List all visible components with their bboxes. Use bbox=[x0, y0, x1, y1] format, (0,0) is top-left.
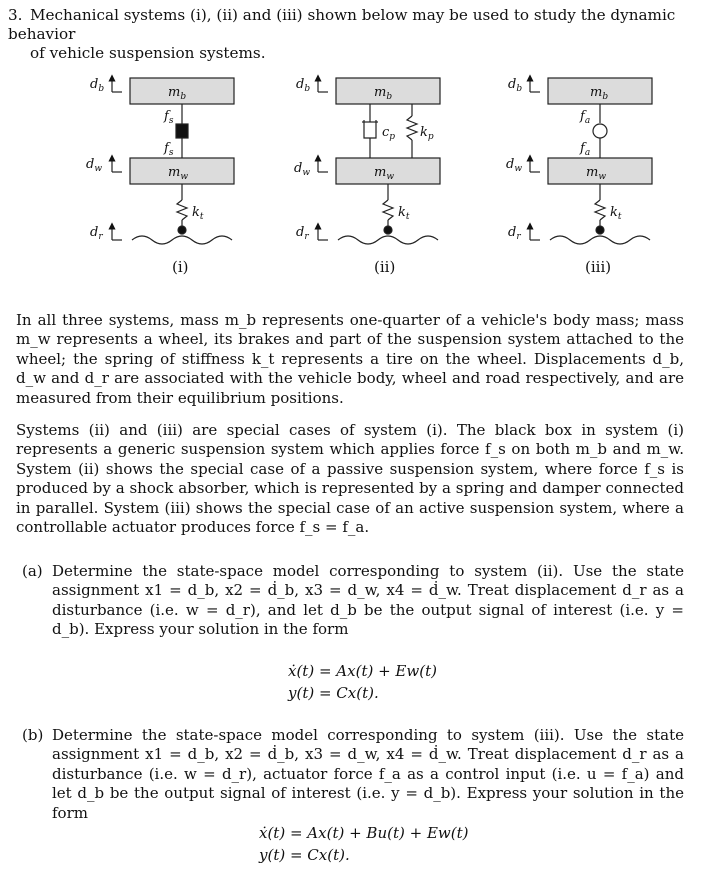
label-dw-iii: dw bbox=[506, 157, 522, 174]
label-fa-top-iii: fa bbox=[579, 109, 590, 126]
suspension-black-box bbox=[175, 123, 189, 139]
road-contact-point-i bbox=[177, 225, 187, 235]
label-dr-iii: dr bbox=[508, 225, 521, 242]
part-b-text: Determine the state-space model correspo… bbox=[52, 726, 684, 822]
system-iii-diagram bbox=[526, 74, 653, 245]
part-a-equation-1: ẋ(t) = Ax(t) + Ew(t) bbox=[288, 662, 437, 680]
suspension-diagrams: db mb fs fs dw mw kt dr db mb cp kp dw m… bbox=[86, 74, 653, 245]
road-surface-i bbox=[131, 235, 233, 245]
part-b-label: (b) bbox=[22, 726, 44, 744]
mass-body-box-i bbox=[129, 77, 235, 105]
label-dr-ii: dr bbox=[296, 225, 309, 242]
label-db-i: db bbox=[90, 77, 104, 94]
label-kt-ii: kt bbox=[398, 205, 410, 222]
mass-wheel-box-ii bbox=[335, 157, 441, 185]
road-contact-point-ii bbox=[383, 225, 393, 235]
label-mb-i: mb bbox=[168, 85, 186, 102]
diagram-labels: db mb fs fs dw mw kt dr db mb cp kp dw m… bbox=[86, 77, 622, 242]
road-surface-iii bbox=[549, 235, 651, 245]
label-db-iii: db bbox=[508, 77, 522, 94]
part-a-equation-2: y(t) = Cx(t). bbox=[288, 684, 379, 702]
label-mw-iii: mw bbox=[586, 165, 606, 182]
part-b: (b) Determine the state-space model corr… bbox=[22, 726, 684, 823]
mass-wheel-box-iii bbox=[547, 157, 653, 185]
label-kt-i: kt bbox=[192, 205, 204, 222]
label-fs-bottom-i: fs bbox=[163, 141, 174, 158]
mass-body-box-ii bbox=[335, 77, 441, 105]
label-mw-i: mw bbox=[168, 165, 188, 182]
label-mw-ii: mw bbox=[374, 165, 394, 182]
part-a-label: (a) bbox=[22, 562, 43, 580]
caption-ii: (ii) bbox=[374, 258, 396, 276]
road-contact-point-iii bbox=[595, 225, 605, 235]
actuator-circle bbox=[592, 123, 608, 139]
label-mb-iii: mb bbox=[590, 85, 608, 102]
label-kp-ii: kp bbox=[420, 125, 434, 142]
paragraph-description: In all three systems, mass m_b represent… bbox=[16, 311, 684, 407]
part-a-text: Determine the state-space model correspo… bbox=[52, 562, 684, 639]
part-a: (a) Determine the state-space model corr… bbox=[22, 562, 684, 640]
label-fs-top-i: fs bbox=[163, 109, 174, 126]
part-b-equation-1: ẋ(t) = Ax(t) + Bu(t) + Ew(t) bbox=[259, 824, 469, 842]
question-heading: 3.Mechanical systems (i), (ii) and (iii)… bbox=[8, 6, 720, 63]
part-b-equation-2: y(t) = Cx(t). bbox=[259, 846, 350, 864]
label-db-ii: db bbox=[296, 77, 310, 94]
question-line-2: of vehicle suspension systems. bbox=[30, 44, 266, 62]
label-dw-ii: dw bbox=[294, 161, 310, 178]
part-b-equations: ẋ(t) = Ax(t) + Bu(t) + Ew(t) y(t) = Cx(t… bbox=[259, 822, 468, 866]
label-fa-bottom-iii: fa bbox=[579, 141, 590, 158]
label-mb-ii: mb bbox=[374, 85, 392, 102]
paragraph-special-cases: Systems (ii) and (iii) are special cases… bbox=[16, 421, 684, 537]
label-kt-iii: kt bbox=[610, 205, 622, 222]
label-dr-i: dr bbox=[90, 225, 103, 242]
question-line-1: Mechanical systems (i), (ii) and (iii) s… bbox=[8, 6, 676, 43]
caption-iii: (iii) bbox=[585, 258, 612, 276]
caption-i: (i) bbox=[172, 258, 189, 276]
suspension-figures: db mb fs fs dw mw kt dr db mb cp kp dw m… bbox=[0, 62, 728, 292]
damper-cp bbox=[363, 120, 377, 139]
system-i-diagram bbox=[108, 74, 235, 245]
question-number: 3. bbox=[8, 6, 23, 24]
system-ii-diagram bbox=[314, 74, 441, 245]
part-a-equations: ẋ(t) = Ax(t) + Ew(t) y(t) = Cx(t). bbox=[288, 660, 437, 704]
road-surface-ii bbox=[337, 235, 439, 245]
spring-kp bbox=[405, 115, 419, 141]
label-cp-ii: cp bbox=[382, 125, 395, 142]
label-dw-i: dw bbox=[86, 157, 102, 174]
mass-wheel-box-i bbox=[129, 157, 235, 185]
